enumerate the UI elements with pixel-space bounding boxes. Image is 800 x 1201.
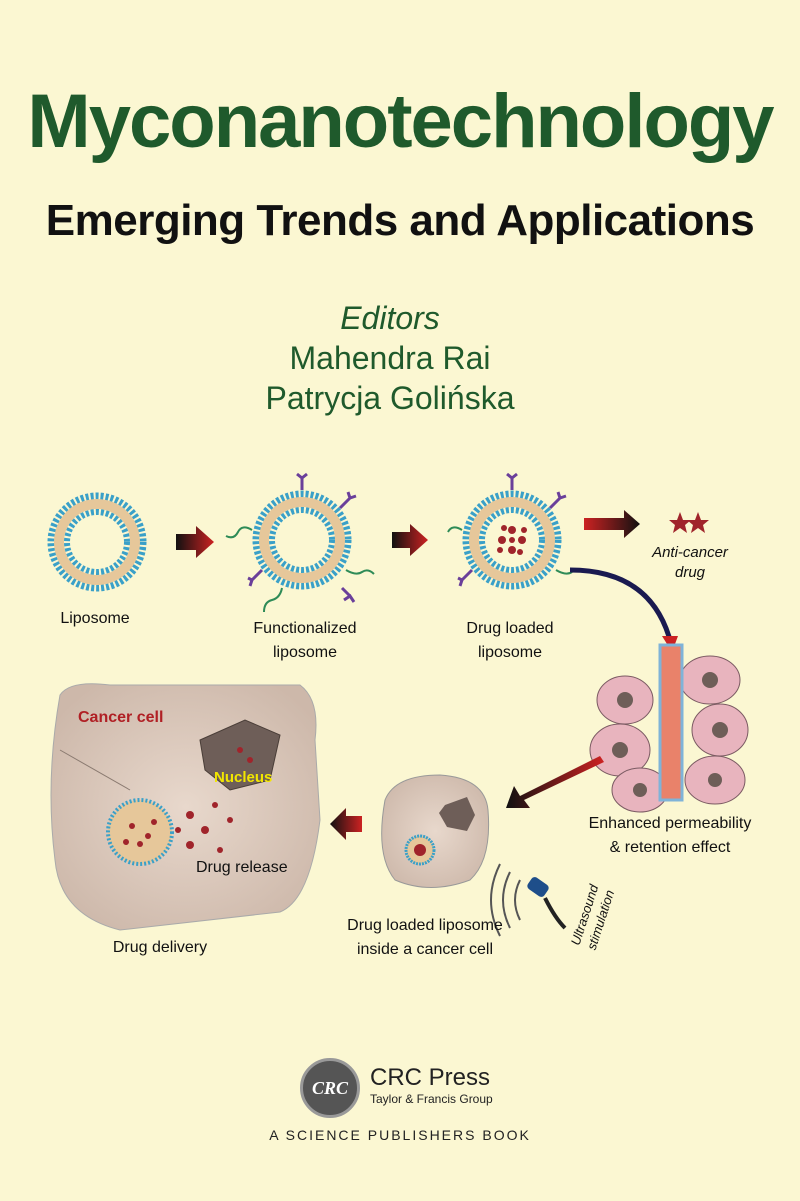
cancer-cell xyxy=(50,683,321,931)
drug-loaded-label: Drug loaded xyxy=(466,620,554,637)
functionalized-liposome xyxy=(225,472,375,613)
nucleus-label: Nucleus xyxy=(214,769,273,786)
editor-name: Patrycja Golińska xyxy=(265,380,515,416)
anticancer-label: Anti-cancer xyxy=(652,544,728,561)
epr-label: Enhanced permeability xyxy=(588,815,752,832)
functionalized-label: Functionalized xyxy=(253,620,357,637)
drug-loaded-liposome xyxy=(447,472,573,590)
book-title: Myconanotechnology xyxy=(27,79,774,164)
liposome-label: Liposome xyxy=(60,610,130,627)
small-cancer-cell xyxy=(381,774,490,888)
book-subtitle: Emerging Trends and Applications xyxy=(45,196,755,245)
inside-cell-label: Drug loaded liposome xyxy=(347,917,503,934)
cancer-cell-label: Cancer cell xyxy=(78,709,164,726)
crc-logo: CRC xyxy=(300,1058,360,1118)
liposome-drug-delivery-illustration xyxy=(47,472,749,937)
drug-star-icon xyxy=(669,512,709,533)
liposome xyxy=(47,492,147,592)
editor-name: Mahendra Rai xyxy=(289,340,491,376)
drug-delivery-label: Drug delivery xyxy=(112,939,208,956)
drug-loaded-label: liposome xyxy=(477,644,543,661)
anticancer-label: drug xyxy=(674,564,706,581)
arrow-left-icon xyxy=(330,808,362,840)
arrow-right-icon xyxy=(392,524,428,556)
editors-label: Editors xyxy=(340,300,440,336)
tumor-tissue xyxy=(589,643,749,813)
curved-arrow xyxy=(569,567,673,641)
series-label: A SCIENCE PUBLISHERS BOOK xyxy=(269,1127,531,1143)
ultrasound-probe-icon xyxy=(490,863,567,937)
publisher-name: CRC Press xyxy=(370,1064,491,1091)
arrow-down-left-icon xyxy=(506,756,604,808)
functionalized-label: liposome xyxy=(272,644,338,661)
publisher-group: Taylor & Francis Group xyxy=(370,1092,493,1106)
inside-cell-label: inside a cancer cell xyxy=(356,941,494,958)
epr-label: & retention effect xyxy=(609,839,731,856)
arrow-right-icon xyxy=(176,526,214,558)
arrow-left-icon xyxy=(584,510,640,538)
drug-release-label: Drug release xyxy=(196,859,288,876)
